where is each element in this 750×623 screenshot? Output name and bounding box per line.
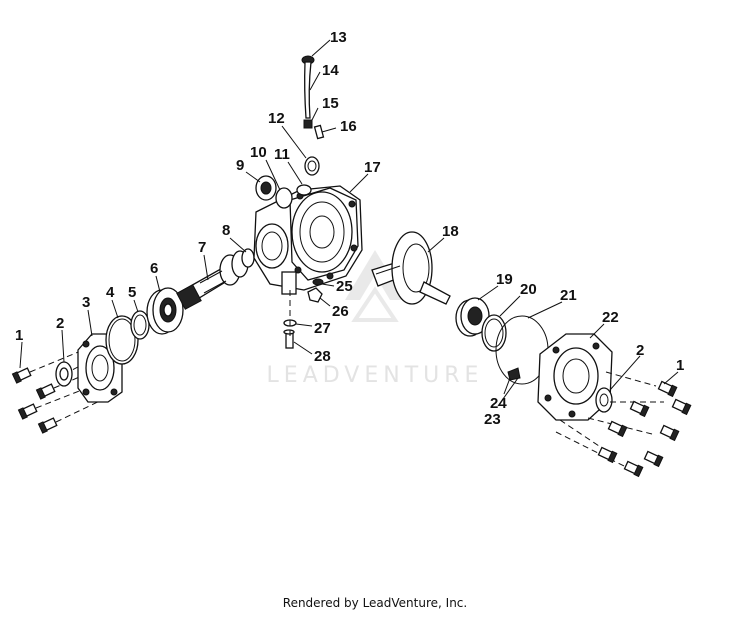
callout-6: 6 <box>150 260 158 277</box>
callout-13: 13 <box>330 29 347 46</box>
seal-9 <box>255 175 277 201</box>
watermark-text: LEADVENTURE <box>267 363 484 388</box>
callout-24: 24 <box>490 395 507 412</box>
callout-14: 14 <box>322 62 339 79</box>
callout-25: 25 <box>336 278 353 295</box>
cover-plate-22-right <box>537 333 613 421</box>
callout-1-left: 1 <box>15 327 23 344</box>
callout-18: 18 <box>442 223 459 240</box>
callout-2-left: 2 <box>56 315 64 332</box>
callout-4: 4 <box>106 284 115 301</box>
callout-8: 8 <box>222 222 230 239</box>
footer-credit: Rendered by LeadVenture, Inc. <box>282 596 468 610</box>
callout-2-right: 2 <box>636 342 644 359</box>
vent-fitting-15 <box>303 119 313 129</box>
callout-12: 12 <box>268 110 285 127</box>
bushing-10 <box>275 187 293 209</box>
callout-15: 15 <box>322 95 339 112</box>
callout-21: 21 <box>560 287 577 304</box>
callout-20: 20 <box>520 281 537 298</box>
callout-11: 11 <box>274 146 290 163</box>
callout-1-right: 1 <box>676 357 684 374</box>
callout-3: 3 <box>82 294 90 311</box>
drain-plug-26 <box>307 287 323 303</box>
o-ring-4 <box>105 315 139 365</box>
callout-10: 10 <box>250 144 267 161</box>
callout-16: 16 <box>340 118 357 135</box>
fitting-12 <box>304 156 320 176</box>
callout-27: 27 <box>314 320 331 337</box>
callout-19: 19 <box>496 271 513 288</box>
callout-17: 17 <box>364 159 381 176</box>
bolt-28 <box>283 329 295 349</box>
seal-washer-2-left <box>55 361 73 387</box>
callout-5: 5 <box>128 284 136 301</box>
callout-labels: 1 2 3 4 5 6 7 8 9 10 11 12 13 14 15 16 1… <box>15 29 684 428</box>
washer-25 <box>312 278 324 286</box>
callout-22: 22 <box>602 309 619 326</box>
snap-ring-5 <box>130 310 150 340</box>
right-bolts <box>597 380 692 478</box>
plug-24 <box>507 367 521 381</box>
left-bolts <box>11 367 58 434</box>
pinion-shaft-7 <box>176 250 249 310</box>
o-ring-20 <box>481 314 507 352</box>
callout-26: 26 <box>332 303 349 320</box>
callout-7: 7 <box>198 239 206 256</box>
callout-23: 23 <box>484 411 501 428</box>
leader-lines <box>19 39 679 407</box>
callout-28: 28 <box>314 348 331 365</box>
seal-washer-2-right <box>595 387 613 413</box>
vent-tube-14 <box>304 61 312 119</box>
callout-9: 9 <box>236 157 244 174</box>
plug-11 <box>296 184 312 196</box>
bearing-6 <box>146 287 184 335</box>
dowel-pin-16 <box>313 124 325 140</box>
seal-8 <box>241 248 255 268</box>
gear-housing-17 <box>253 185 363 295</box>
gear-shaft-18 <box>371 231 451 305</box>
